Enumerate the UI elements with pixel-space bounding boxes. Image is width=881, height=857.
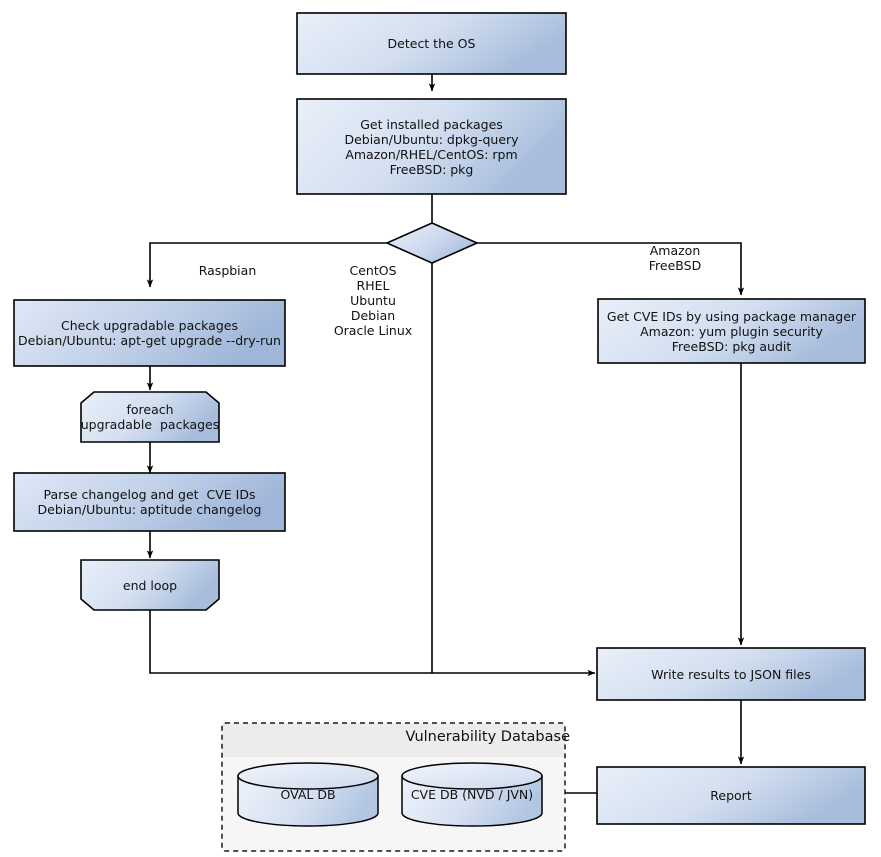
node-end-loop <box>80 559 220 611</box>
node-check-upgradable <box>13 299 286 367</box>
edge-decision-left <box>146 242 387 288</box>
cve-db-cylinder <box>401 762 543 827</box>
node-get-packages <box>296 98 567 195</box>
edge-label-raspbian: Raspbian <box>198 263 257 278</box>
node-detect-os <box>296 12 567 75</box>
edge-decision-right <box>477 242 745 296</box>
edge-label-center-distros: CentOS RHEL Ubuntu Debian Oracle Linux <box>333 263 413 338</box>
node-decision <box>385 222 479 264</box>
node-get-cve-ids <box>597 298 866 364</box>
edges <box>146 74 745 794</box>
node-report <box>596 766 866 825</box>
node-foreach <box>80 391 220 443</box>
edge-label-amazon-freebsd: Amazon FreeBSD <box>648 243 702 273</box>
vulnerability-database-title: Vulnerability Database <box>405 729 570 745</box>
node-write-json <box>596 647 866 701</box>
node-parse-changelog <box>13 472 286 532</box>
oval-db-cylinder <box>237 762 379 827</box>
edge-endloop-to-writejson <box>149 610 596 677</box>
